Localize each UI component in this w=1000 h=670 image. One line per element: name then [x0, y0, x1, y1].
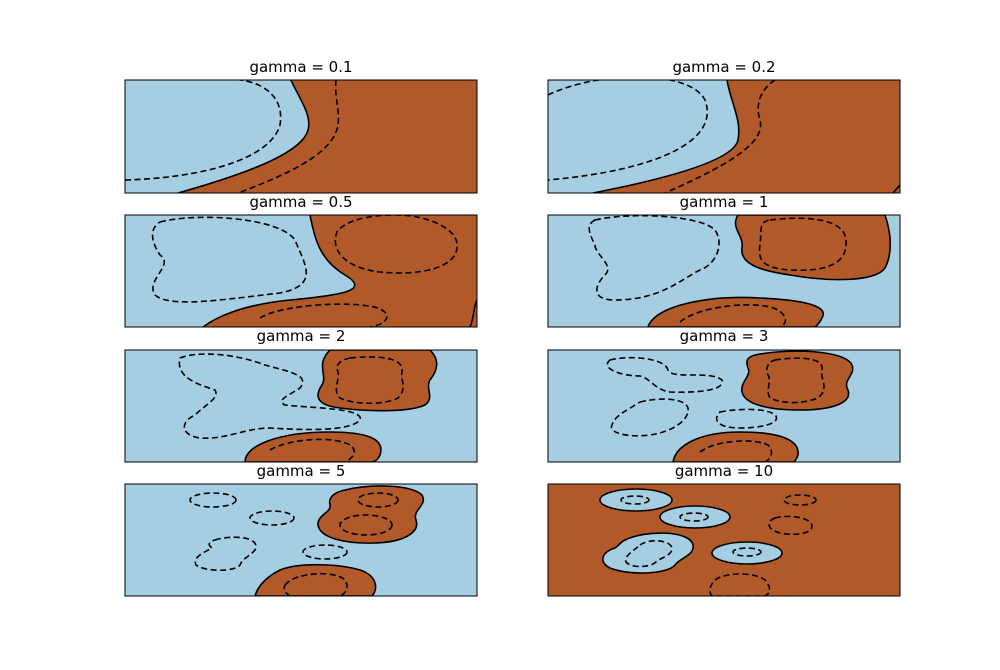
margin-contour — [334, 215, 458, 274]
margin-contour — [194, 536, 257, 572]
panel-title: gamma = 0.2 — [672, 58, 775, 76]
panel-gamma-0.1: gamma = 0.1 — [124, 58, 478, 194]
axes-frame — [124, 483, 478, 597]
margin-contour — [758, 217, 847, 272]
margin-contour — [768, 515, 813, 536]
margin-contour — [189, 492, 237, 508]
axes-frame — [547, 349, 901, 463]
margin-contour — [548, 80, 708, 181]
region-dark-island — [672, 431, 799, 462]
region-dark-island — [317, 485, 425, 544]
panel-title: gamma = 3 — [680, 327, 769, 345]
margin-contour — [610, 398, 689, 437]
margin-contour — [679, 512, 709, 522]
panel-gamma-2: gamma = 2 — [124, 327, 478, 463]
region-light-island — [599, 488, 673, 512]
margin-contour — [732, 547, 762, 557]
decision-boundary — [177, 80, 310, 193]
margin-contour — [606, 356, 723, 393]
margin-contour — [249, 510, 295, 526]
margin-contour — [269, 438, 355, 462]
panel-title: gamma = 2 — [257, 327, 346, 345]
axes-frame — [547, 483, 901, 597]
margin-contour — [620, 495, 650, 505]
margin-contour — [178, 353, 361, 439]
margin-contour — [259, 303, 388, 327]
margin-contour — [335, 356, 404, 405]
panel-gamma-1: gamma = 1 — [547, 193, 901, 328]
region-dark-island — [647, 296, 825, 327]
margin-contour — [588, 215, 720, 301]
margin-contour — [679, 304, 787, 327]
margin-contour — [624, 539, 673, 568]
panel-title: gamma = 10 — [675, 462, 773, 480]
region-dark-island — [244, 431, 382, 462]
margin-contour — [237, 80, 340, 193]
region-light-island — [659, 505, 731, 529]
region-dark-island — [254, 563, 377, 596]
region-dark-island — [317, 350, 438, 412]
margin-contour — [357, 492, 399, 508]
panel-title: gamma = 1 — [680, 193, 769, 211]
decision-boundary — [592, 80, 740, 193]
margin-contour — [783, 494, 817, 506]
axes-frame — [124, 214, 478, 328]
region-dark — [178, 80, 477, 193]
axes-frame — [124, 79, 478, 194]
region-dark — [593, 80, 900, 193]
margin-contour — [715, 408, 778, 429]
panel-title: gamma = 0.1 — [249, 58, 352, 76]
margin-contour — [283, 572, 348, 596]
decision-boundary — [469, 299, 477, 327]
margin-contour — [766, 357, 825, 404]
decision-boundary — [202, 215, 356, 327]
region-dark-island — [734, 215, 892, 281]
axes-frame — [124, 349, 478, 463]
axes-frame — [547, 79, 901, 194]
panel-title: gamma = 0.5 — [249, 193, 352, 211]
panel-title: gamma = 5 — [257, 462, 346, 480]
region-light-island — [602, 532, 694, 574]
margin-contour — [302, 544, 348, 560]
margin-contour — [339, 514, 393, 536]
axes-frame — [547, 214, 901, 328]
margin-contour — [151, 216, 308, 303]
panel-gamma-0.2: gamma = 0.2 — [547, 58, 901, 194]
region-light-island — [711, 541, 783, 565]
panel-gamma-0.5: gamma = 0.5 — [124, 193, 478, 328]
panel-gamma-10: gamma = 10 — [547, 462, 901, 597]
region-dark-island — [741, 350, 854, 411]
margin-contour — [699, 440, 773, 462]
decision-boundary — [892, 184, 900, 193]
panel-gamma-3: gamma = 3 — [547, 327, 901, 463]
panel-gamma-5: gamma = 5 — [124, 462, 478, 597]
margin-contour — [664, 80, 776, 193]
